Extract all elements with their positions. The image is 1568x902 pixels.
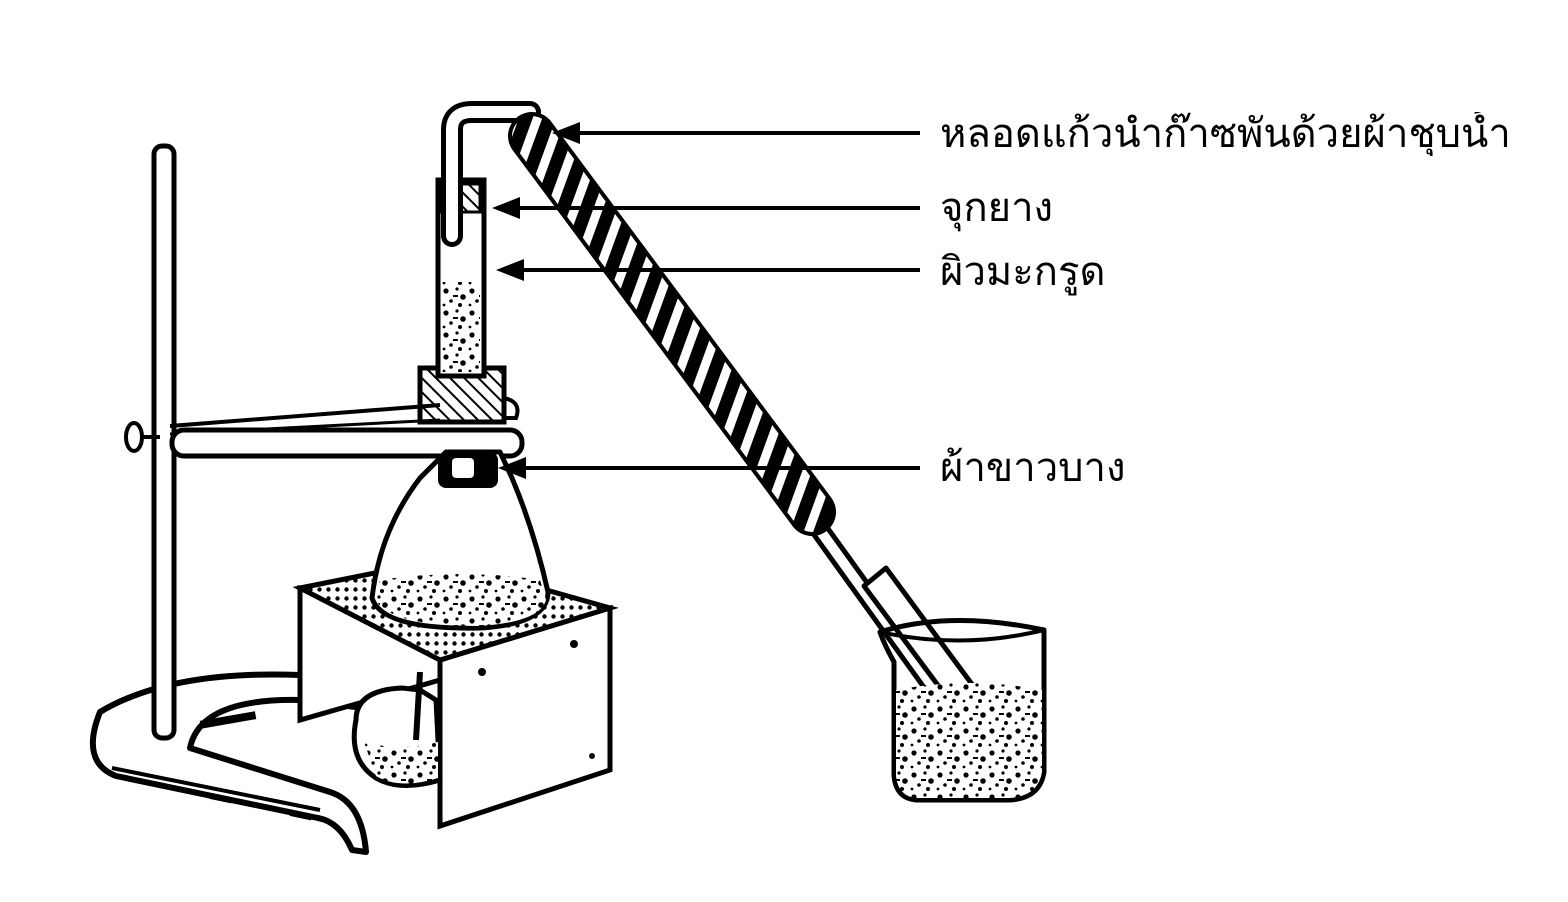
- lime-peel-holder: [417, 365, 520, 425]
- clamp-arm: [124, 403, 525, 459]
- thin-white-cloth: [438, 452, 498, 488]
- label-delivery-tube: หลอดแก้วนำก๊าซพันด้วยผ้าชุบน้ำ: [940, 112, 1511, 156]
- label-thin-white-cloth: ผ้าขาวบาง: [940, 445, 1126, 491]
- label-lime-peel: ผิวมะกรูด: [940, 249, 1106, 295]
- label-rubber-stopper: จุกยาง: [940, 185, 1054, 231]
- wet-cloth-wrapping: [508, 112, 836, 536]
- alcohol-burner: [351, 671, 443, 789]
- conical-flask: [369, 449, 551, 631]
- leader-arrows: [492, 122, 920, 479]
- beaker: [877, 617, 1047, 803]
